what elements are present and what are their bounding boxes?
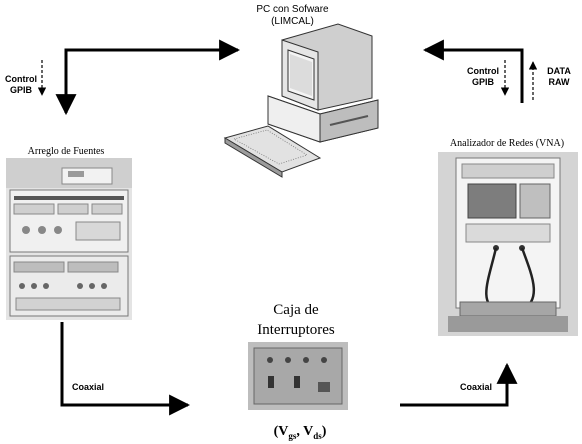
- pc-title-line1: PC con Sofware: [256, 4, 329, 15]
- data-raw-line2: RAW: [548, 77, 570, 87]
- data-raw-label: DATA RAW: [540, 66, 578, 88]
- switchbox-photo: [248, 342, 348, 410]
- coaxial-right-label: Coaxial: [460, 382, 493, 392]
- control-right-line2: GPIB: [471, 77, 494, 87]
- control-gpib-right-label: Control GPIB: [464, 66, 502, 88]
- control-gpib-left-label: Control GPIB: [2, 74, 40, 96]
- pc-title-line2: (LIMCAL): [271, 16, 314, 27]
- vna-photo: [438, 152, 578, 336]
- sources-title: Arreglo de Fuentes: [27, 146, 105, 157]
- vna-title: Analizador de Redes (VNA): [449, 138, 565, 149]
- data-raw-line1: DATA: [547, 66, 571, 76]
- switchbox-title: Caja de Interruptores: [240, 300, 352, 340]
- coaxial-left-label: Coaxial: [72, 382, 105, 392]
- voltages-sep: , V: [296, 424, 314, 439]
- vgs-subscript: gs: [288, 430, 297, 441]
- voltages-label: (Vgs, Vds): [250, 424, 350, 441]
- vds-subscript: ds: [313, 430, 322, 441]
- switchbox-title-line1: Caja de: [273, 302, 319, 318]
- arrow-switchbox-to-vna: [400, 362, 518, 407]
- voltages-open: (V: [273, 424, 289, 439]
- pc-title: PC con Sofware (LIMCAL): [240, 4, 345, 28]
- control-left-line1: Control: [5, 74, 37, 84]
- voltages-close: ): [321, 424, 327, 439]
- arrow-sources-to-switchbox: [60, 322, 191, 416]
- switchbox-title-line2: Interruptores: [257, 322, 335, 338]
- control-left-line2: GPIB: [9, 85, 32, 95]
- arrow-pc-to-sources: [55, 48, 228, 116]
- control-right-line1: Control: [467, 66, 499, 76]
- sources-photo: [6, 158, 132, 320]
- arrow-vna-to-pc: [422, 39, 524, 103]
